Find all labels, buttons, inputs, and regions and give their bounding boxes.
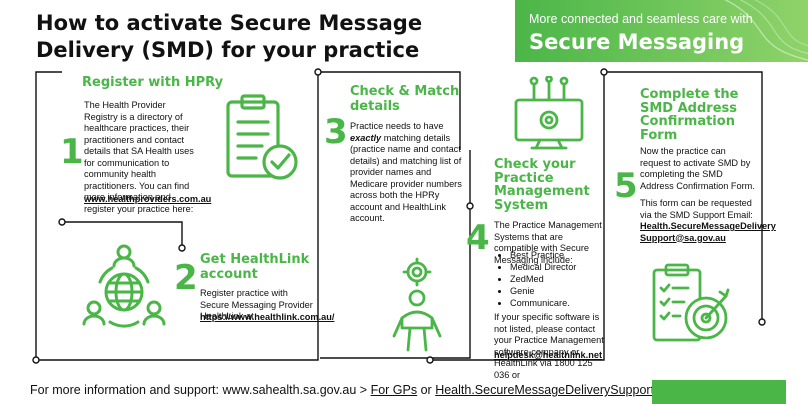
connector-dot <box>178 244 186 252</box>
connector-dot <box>58 218 66 226</box>
connector-dot <box>758 318 766 326</box>
connector-dot <box>32 356 40 364</box>
step-4-link[interactable]: helpdesk@healthlink.net <box>494 350 603 360</box>
step-5-link[interactable]: Health.SecureMessageDelivery Support@sa.… <box>640 221 776 243</box>
step-5-heading: Complete the SMD Address Confirmation Fo… <box>640 87 739 143</box>
step-1-heading: Register with HPRy <box>82 75 224 90</box>
footer-accent-bar <box>652 380 786 404</box>
connector-dot <box>600 68 608 76</box>
step-4-body: The Practice Management Systems that are… <box>494 220 602 265</box>
footer-text-or: or <box>417 383 436 397</box>
step-5-number: 5 <box>614 166 638 206</box>
title-line-2: Delivery (SMD) for your practice <box>36 38 420 62</box>
clipboard-check-icon <box>226 94 298 180</box>
list-item: Best Practice <box>510 249 576 261</box>
banner: More connected and seamless care with Se… <box>515 0 808 62</box>
list-item: ZedMed <box>510 273 576 285</box>
list-item: Medical Director <box>510 261 576 273</box>
list-item: Communicare. <box>510 297 576 309</box>
step-3-number: 3 <box>324 112 348 152</box>
clipboard-target-icon <box>652 263 730 342</box>
step-2-link[interactable]: https://www.healthlink.com.au/ <box>200 312 335 322</box>
title-line-1: How to activate Secure Message <box>36 11 423 35</box>
step-4-number: 4 <box>466 218 490 258</box>
footer-text: For more information and support: www.sa… <box>30 383 371 397</box>
connector-dot <box>426 356 434 364</box>
list-item: Genie <box>510 285 576 297</box>
step-1-body: The Health Provider Registry is a direct… <box>84 100 194 214</box>
footer-link-email[interactable]: Health.SecureMessageDeliverySupport@sa.g… <box>435 383 721 397</box>
person-gears-icon <box>392 257 442 352</box>
step-3-body: Practice needs to have exactly matching … <box>350 121 468 225</box>
footer-link-gps[interactable]: For GPs <box>370 383 418 397</box>
step-2-number: 2 <box>174 258 198 298</box>
step-3-body-text: Practice needs to have <box>350 121 444 131</box>
step-5-body: Now the practice can request to activate… <box>640 146 755 191</box>
footer: For more information and support: www.sa… <box>30 383 720 397</box>
step-3-body-text-2: matching details (practice name and cont… <box>350 132 462 224</box>
banner-tagline: More connected and seamless care with <box>529 12 753 26</box>
monitor-circuit-icon <box>514 76 584 150</box>
network-globe-icon <box>82 244 166 328</box>
step-1-link[interactable]: www.healthproviders.com.au <box>84 194 212 204</box>
banner-wave-icon <box>724 0 808 61</box>
connector-dot <box>314 68 322 76</box>
page-title: How to activate Secure Message Delivery … <box>36 10 506 64</box>
step-4-heading: Check your Practice Management System <box>494 157 590 213</box>
connector-dot <box>466 202 474 210</box>
step-2-heading: Get HealthLink account <box>200 252 310 282</box>
pms-list: Best Practice Medical Director ZedMed Ge… <box>494 249 576 309</box>
step-5-body-2: This form can be requested via the SMD S… <box>640 198 753 220</box>
step-3-body-emphasis: exactly <box>350 132 382 143</box>
step-1-number: 1 <box>60 132 84 172</box>
step-4-body-2: If your specific software is not listed,… <box>494 312 604 380</box>
step-2-body: Register practice with Secure Messaging … <box>200 288 313 321</box>
step-3-heading: Check & Match details <box>350 84 460 114</box>
banner-brand: Secure Messaging <box>529 30 745 54</box>
